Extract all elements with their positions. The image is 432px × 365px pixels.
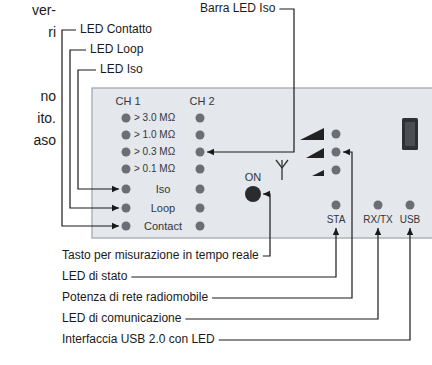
panel-label: STA <box>327 214 346 226</box>
callout-label: ito. <box>37 110 56 126</box>
panel-label: Contact <box>144 220 182 233</box>
antenna-symbol <box>276 160 288 180</box>
led-column <box>122 114 205 231</box>
callout-label: LED di comunicazione <box>62 312 181 326</box>
usb-port-inner <box>405 122 415 146</box>
leader-line <box>212 152 352 298</box>
leader-line <box>263 194 270 256</box>
leader-line <box>62 30 119 226</box>
callout-label: Barra LED Iso <box>200 2 275 16</box>
leader-line <box>219 228 410 340</box>
panel-label: > 1.0 MΩ <box>134 129 175 141</box>
callout-label: Potenza di rete radiomobile <box>62 291 208 305</box>
callout-label: Interfaccia USB 2.0 con LED <box>62 333 215 347</box>
callout-label: no <box>40 88 56 104</box>
leader-line <box>185 228 378 319</box>
leader-line <box>207 9 294 152</box>
callout-label: ri <box>48 24 56 40</box>
callout-label: LED di stato <box>62 270 127 284</box>
panel-label: CH 2 <box>189 95 214 108</box>
callout-label: LED Loop <box>90 43 143 57</box>
panel-label: > 0.3 MΩ <box>134 146 175 158</box>
panel-label: > 3.0 MΩ <box>134 112 175 124</box>
panel-label: Loop <box>151 202 175 215</box>
signal-bars <box>300 128 324 176</box>
leader-line <box>78 70 119 189</box>
usb-port <box>402 118 418 150</box>
push-button <box>245 186 261 202</box>
panel-label: ON <box>245 171 262 184</box>
panel-label: CH 1 <box>115 95 140 108</box>
panel-label: RX/TX <box>363 214 392 226</box>
callout-label: LED Contatto <box>80 23 152 37</box>
panel-housing <box>92 88 432 238</box>
callout-label: Tasto per misurazione in tempo reale <box>62 249 259 263</box>
panel-label: USB <box>400 214 421 226</box>
callout-label: aso <box>33 132 56 148</box>
callout-label: ver- <box>32 2 56 18</box>
panel-label: > 0.1 MΩ <box>134 163 175 175</box>
callout-label: LED Iso <box>100 63 143 77</box>
panel-label: Iso <box>156 183 171 196</box>
